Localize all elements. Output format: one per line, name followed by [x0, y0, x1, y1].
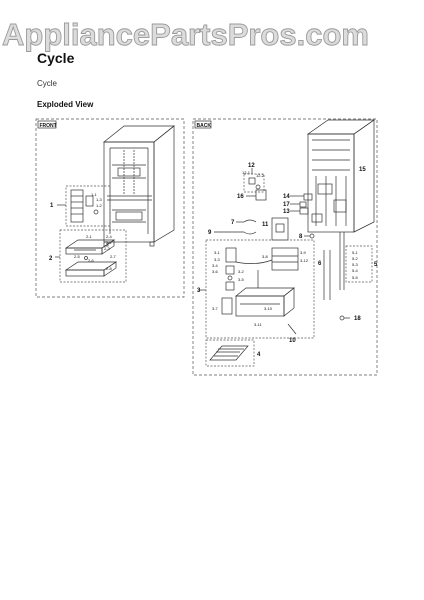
- callout-3-8: 3-8: [262, 254, 269, 259]
- fridge-front-cabinet: [103, 125, 175, 247]
- callout-5-3: 5-3: [352, 262, 359, 267]
- back-panel: BACK: [192, 118, 378, 376]
- callout-12: 12: [248, 163, 255, 169]
- callout-9: 9: [208, 230, 212, 236]
- callout-17: 17: [283, 202, 290, 208]
- part-group-1-box: [65, 185, 111, 227]
- watermark-text: AppliancePartsPros.com: [2, 17, 369, 52]
- callout-16: 16: [237, 194, 244, 200]
- callout-2-3: 2-3: [104, 246, 111, 251]
- callout-3-1: 3-1: [214, 250, 221, 255]
- callout-2-4: 2-4: [106, 234, 113, 239]
- callout-3-10: 3-10: [264, 306, 273, 311]
- part-8: [304, 233, 315, 239]
- back-panel-tag: [194, 120, 212, 129]
- callout-2: 2: [49, 256, 53, 262]
- part-group-5-box: [345, 245, 373, 283]
- callout-12-1: 12-1: [242, 170, 251, 175]
- part-group-12: [243, 168, 265, 193]
- callout-15: 15: [359, 167, 366, 173]
- callout-18: 18: [354, 316, 361, 322]
- part-18: [339, 315, 350, 321]
- part-group-1-assembly: [70, 189, 99, 223]
- callout-5-2: 5-2: [352, 256, 359, 261]
- callout-3-5: 3-5: [238, 277, 245, 282]
- callout-3-11: 3-11: [254, 322, 262, 327]
- callout-8: 8: [299, 234, 303, 240]
- callout-12-2: 12-2: [256, 173, 265, 178]
- callout-3-7: 3-7: [212, 306, 219, 311]
- callout-5: 5: [374, 262, 378, 268]
- callout-7: 7: [231, 220, 235, 226]
- callout-5-1: 5-1: [352, 250, 359, 255]
- callout-2-7: 2-7: [110, 254, 117, 259]
- front-panel-border: [35, 118, 185, 298]
- back-panel-border: [192, 118, 378, 376]
- callout-1-2: 1-2: [96, 203, 103, 208]
- callout-2-1: 2-1: [86, 234, 93, 239]
- part-group-2-box: [59, 229, 127, 283]
- front-panel-tag: [37, 120, 57, 129]
- callout-10: 10: [289, 338, 296, 344]
- section-heading: Exploded View: [37, 100, 94, 109]
- callout-3: 3: [197, 288, 201, 294]
- callout-5-4: 5-4: [352, 268, 359, 273]
- callout-1: 1: [50, 203, 54, 209]
- callout-3-4: 3-4: [212, 263, 219, 268]
- part-4-box: [205, 339, 255, 367]
- callout-2-5: 2-5: [74, 254, 81, 259]
- callout-11: 11: [262, 222, 269, 228]
- watermark: AppliancePartsPros.com: [2, 17, 369, 53]
- page-subtitle: Cycle: [37, 79, 58, 88]
- front-panel: FRONT: [35, 118, 185, 298]
- callout-13: 13: [283, 209, 290, 215]
- part-7: [236, 219, 257, 223]
- part-9: [214, 231, 257, 235]
- fridge-back-cabinet: [306, 119, 376, 290]
- part-14-17-13-group: [290, 193, 313, 215]
- part-group-3-assembly: [221, 247, 299, 317]
- callout-3-3: 3-3: [214, 257, 221, 262]
- callout-4: 4: [257, 352, 261, 358]
- callout-1-3: 1-3: [96, 197, 103, 202]
- leader-10: [287, 323, 297, 335]
- part-16: [246, 189, 267, 201]
- part-4-panel: [209, 345, 249, 361]
- callout-3-2: 3-2: [238, 269, 245, 274]
- callout-5-5: 5-5: [352, 275, 359, 280]
- callout-2-2: 2-2: [106, 240, 113, 245]
- callout-3-6: 3-6: [212, 269, 219, 274]
- callout-2-6: 2-6: [88, 258, 95, 263]
- callout-3-9: 3-9: [300, 250, 307, 255]
- part-11: [271, 217, 289, 241]
- callout-1-1: 1-1: [91, 192, 98, 197]
- back-panel-label: BACK: [197, 123, 212, 129]
- part-group-2-assembly: [64, 239, 118, 277]
- callout-2-8: 2-8: [106, 266, 113, 271]
- callout-3-12: 3-12: [300, 258, 309, 263]
- front-panel-label: FRONT: [40, 123, 57, 129]
- callout-14: 14: [283, 194, 290, 200]
- part-group-3-box: [205, 239, 315, 339]
- callout-6: 6: [318, 261, 322, 267]
- page-title: Cycle: [37, 50, 75, 66]
